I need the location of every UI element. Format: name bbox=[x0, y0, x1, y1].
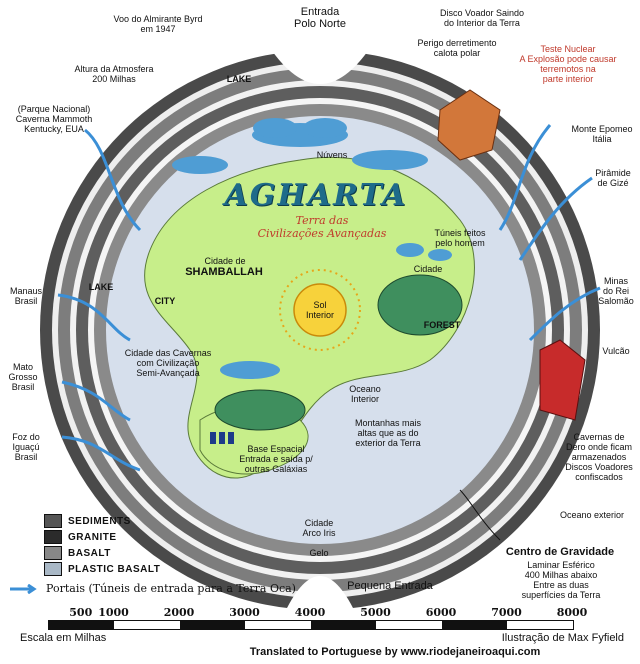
scale-tick-label: 8000 bbox=[556, 606, 588, 619]
lake-label-left: LAKE bbox=[88, 282, 114, 292]
ice-label: Gelo bbox=[309, 548, 329, 558]
solomon-label: Minas do Rei Salomão bbox=[598, 276, 634, 306]
legend-row: GRANITE bbox=[44, 530, 117, 544]
shamballah-label: SHAMBALLAH bbox=[185, 266, 263, 278]
outer-ocean-label: Oceano exterior bbox=[559, 510, 625, 520]
mammoth-cave-label: (Parque Nacional) Caverna Mammoth Kentuc… bbox=[15, 104, 93, 134]
manaus-label: Manaus Brasil bbox=[9, 286, 43, 306]
atmosphere-label: Altura da Atmosfera 200 Milhas bbox=[74, 64, 154, 84]
scale-bar bbox=[48, 620, 574, 630]
portal-tunnels bbox=[57, 124, 601, 472]
legend-label: SEDIMENTS bbox=[68, 515, 131, 527]
interior-sun bbox=[279, 269, 361, 351]
flying-disc-label: Disco Voador Saindo do Interior da Terra bbox=[439, 8, 525, 28]
tunnels-label: Túneis feitos pelo homem bbox=[434, 228, 486, 248]
agharta-title: AGHARTA bbox=[224, 178, 408, 213]
gravity-center-label: Centro de Gravidade bbox=[505, 546, 615, 558]
nuclear-explosion bbox=[437, 89, 501, 161]
volcano bbox=[539, 339, 586, 421]
scale-tick-label: 500 bbox=[69, 606, 93, 619]
legend-row: SEDIMENTS bbox=[44, 514, 131, 528]
portals-legend: Portais (Túneis de entrada para a Terra … bbox=[10, 582, 340, 595]
cave-cities-label: Cidade das Cavernas com Civilização Semi… bbox=[124, 348, 212, 378]
translation-credit: Translated to Portuguese by www.riodejan… bbox=[249, 646, 541, 658]
mato-grosso-label: Mato Grosso Brasil bbox=[8, 362, 38, 392]
scale-tick-label: 1000 bbox=[98, 606, 129, 619]
foz-iguacu-label: Foz do Iguaçú Brasil bbox=[12, 432, 40, 462]
inner-ocean-label: Oceano Interior bbox=[349, 384, 381, 404]
portal-arrow-icon bbox=[10, 584, 37, 594]
space-base-panels bbox=[210, 432, 234, 444]
melted-cap-label: Perigo derretimento calota polar bbox=[417, 38, 497, 58]
scale-tick-label: 6000 bbox=[425, 606, 457, 619]
epomeo-label: Monte Epomeo Itália bbox=[571, 124, 633, 144]
scale-label: Escala em Milhas bbox=[20, 632, 107, 644]
space-base-label: Base Espacial Entrada e saída p/ outras … bbox=[239, 444, 313, 474]
portals-legend-text: Portais (Túneis de entrada para a Terra … bbox=[46, 582, 296, 595]
legend-row: BASALT bbox=[44, 546, 111, 560]
gravity-desc-label: Laminar Esférico 400 Milhas abaixo Entre… bbox=[521, 560, 601, 600]
gravity-pointer bbox=[459, 489, 501, 541]
giza-label: Pirâmide de Gizé bbox=[595, 168, 631, 188]
clouds-label: Núvens bbox=[316, 150, 348, 160]
lake-label-top: LAKE bbox=[226, 74, 252, 84]
forest-label: FOREST bbox=[423, 320, 461, 330]
clouds bbox=[172, 118, 452, 379]
byrd-flight-label: Voo do Almirante Byrd em 1947 bbox=[113, 14, 203, 34]
legend-label: GRANITE bbox=[68, 531, 117, 543]
illustration-credit: Ilustração de Max Fyfield bbox=[501, 632, 624, 644]
scale-tick-label: 4000 bbox=[294, 606, 326, 619]
city-label: CITY bbox=[154, 296, 176, 306]
rainbow-city-label: Cidade Arco Iris bbox=[302, 518, 336, 538]
sun-label: Sol Interior bbox=[305, 300, 334, 320]
legend-swatch bbox=[44, 562, 62, 576]
small-entrance-label: Pequena Entrada bbox=[347, 580, 433, 592]
scale-tick-label: 7000 bbox=[491, 606, 522, 619]
legend-swatch bbox=[44, 546, 62, 560]
legend-swatch bbox=[44, 514, 62, 528]
scale-tick-label: 2000 bbox=[163, 606, 195, 619]
agharta-subtitle: Terra das Civilizações Avançadas bbox=[257, 214, 387, 240]
dero-caves-label: Cavernas de Dero onde ficam armazenados … bbox=[565, 432, 633, 482]
scale-tick-label: 5000 bbox=[360, 606, 391, 619]
mountains-label: Montanhas mais altas que as do exterior … bbox=[354, 418, 422, 448]
north-polar-opening bbox=[270, 20, 370, 84]
north-entrance-label: Entrada Polo Norte bbox=[294, 6, 346, 30]
shamballah-prefix-label: Cidade de bbox=[204, 256, 246, 266]
forest bbox=[214, 274, 463, 431]
nuclear-test-label: Teste Nuclear A Explosão pode causar ter… bbox=[519, 44, 617, 84]
volcano-label: Vulcão bbox=[602, 346, 630, 356]
legend-label: PLASTIC BASALT bbox=[68, 563, 161, 575]
cidade-label: Cidade bbox=[413, 264, 443, 274]
legend-swatch bbox=[44, 530, 62, 544]
scale-tick-label: 3000 bbox=[229, 606, 260, 619]
legend-label: BASALT bbox=[68, 547, 111, 559]
legend-row: PLASTIC BASALT bbox=[44, 562, 160, 576]
